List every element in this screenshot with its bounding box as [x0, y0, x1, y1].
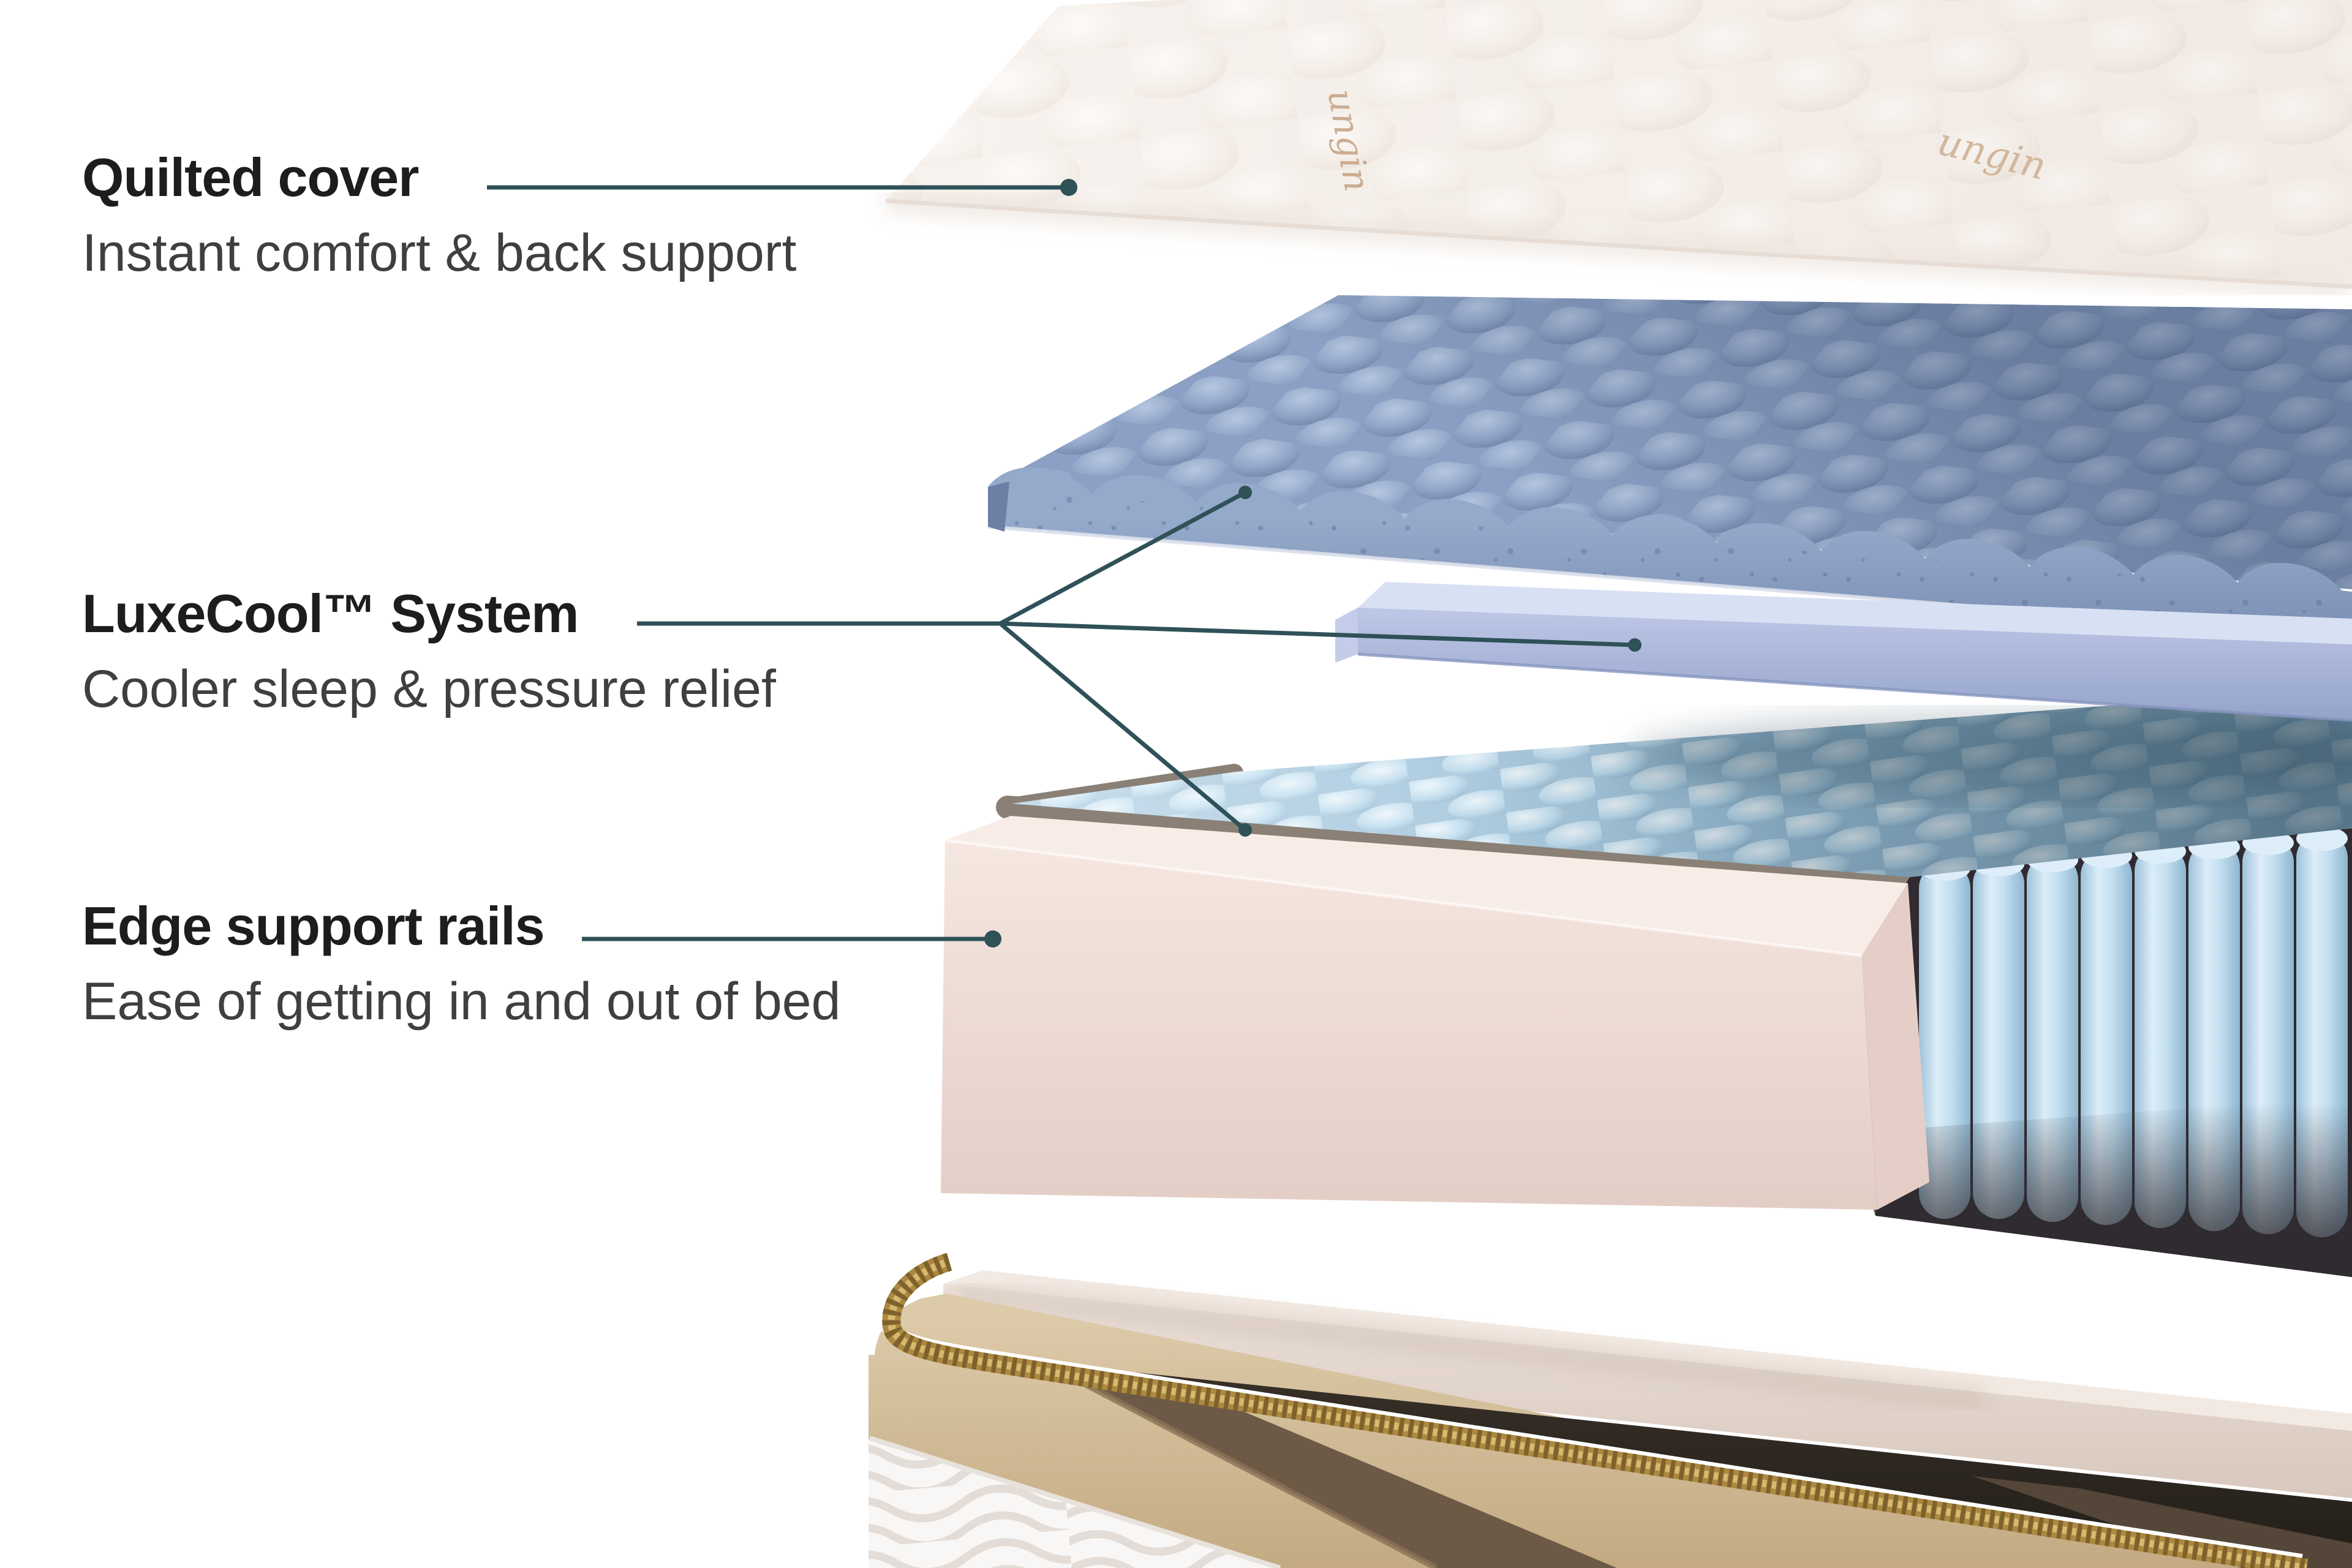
coil-unit-layer: [996, 687, 2352, 1277]
callout-dot-edge-rail: [984, 930, 1001, 948]
egg-crate-foam-layer: [987, 295, 2352, 639]
callout-subtitle: Cooler sleep & pressure relief: [82, 660, 776, 719]
callout-dot-coils: [1238, 823, 1252, 837]
connector-luxecool-gel: [1000, 621, 1635, 647]
foundation-base: [869, 1244, 2352, 1568]
connector-luxecool-foam: [999, 490, 1246, 626]
callout-dot-quilted-cover: [1060, 179, 1077, 196]
rail-top-face: [945, 816, 1908, 956]
callout-title: LuxeCool™ System: [82, 583, 579, 644]
edge-support-rail: [941, 816, 1929, 1210]
rail-front-face: [941, 840, 1877, 1210]
callout-luxecool-system: LuxeCool™ System Cooler sleep & pressure…: [82, 585, 776, 717]
gel-support-layer: [1335, 582, 2352, 799]
callout-subtitle: Instant comfort & back support: [82, 224, 797, 283]
base-slat: [1044, 1363, 1617, 1568]
callout-dot-foam: [1238, 486, 1252, 499]
callout-title: Edge support rails: [82, 895, 545, 956]
callout-title: Quilted cover: [82, 147, 419, 208]
quilted-cover-layer: ungin ungin: [884, 0, 2352, 297]
connector-luxecool-coils: [998, 622, 1247, 832]
callout-connectors: [487, 185, 1635, 941]
rail-end-cap: [1862, 883, 1929, 1210]
callout-quilted-cover: Quilted cover Instant comfort & back sup…: [82, 149, 796, 281]
foam-pad-layer: [943, 1270, 2352, 1498]
callout-subtitle: Ease of getting in and out of bed: [82, 972, 841, 1031]
callout-dots: [984, 179, 1642, 948]
callout-edge-support-rails: Edge support rails Ease of getting in an…: [82, 897, 840, 1030]
callout-dot-gel: [1628, 638, 1642, 652]
gold-braided-piping: [882, 1253, 2309, 1568]
